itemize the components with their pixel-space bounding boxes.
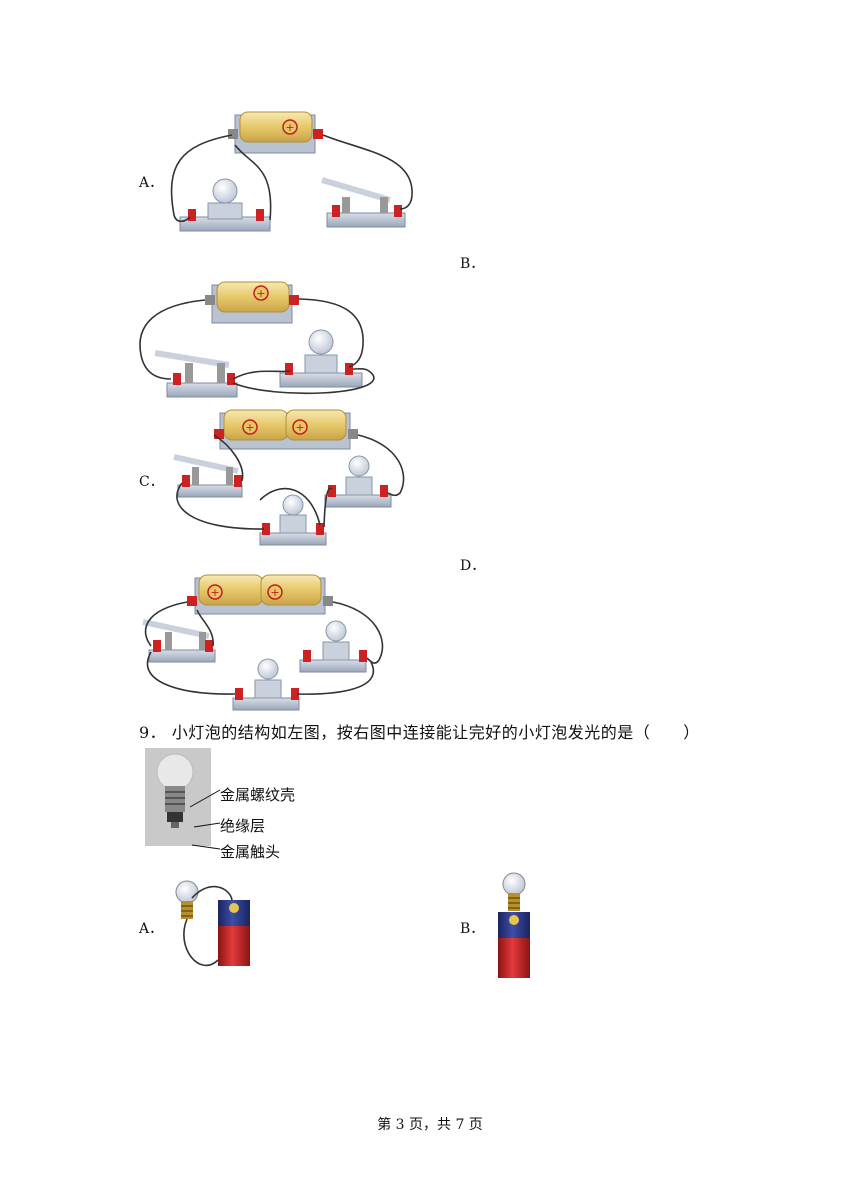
switch-icon [154,350,238,398]
option-c-label: C． [139,474,164,490]
circuit-a-diagram: + [170,111,413,232]
switch-icon [142,619,216,663]
question-9-stem: 9． 小灯泡的结构如左图，按右图中连接能让完好的小灯泡发光的是（ ） [139,719,839,743]
option-a-label: A． [139,175,164,191]
question-number: 9． [139,723,167,742]
bulb-icon [232,658,300,711]
bulb-icon [279,329,363,388]
q9-option-b-label: B． [460,921,485,937]
svg-text:+: + [295,421,304,434]
q9-option-b-figure [498,872,530,978]
bulb-icon [299,620,367,673]
circuit-d-diagram: + + [142,574,384,711]
bulb-icon [324,455,392,508]
page-footer: 第 3 页，共 7 页 [377,1117,483,1133]
label-metal-contact: 金属触头 [220,843,281,861]
switch-icon [321,177,406,228]
label-metal-screw-shell: 金属螺纹壳 [220,786,296,804]
battery-icon: + [205,281,299,324]
question-text: 小灯泡的结构如左图，按右图中连接能让完好的小灯泡发光的是（ ） [171,723,700,742]
battery-icon: + [228,111,323,154]
label-insulation-layer: 绝缘层 [220,817,266,835]
circuit-c-diagram: + + [173,409,405,546]
option-b-label: B． [460,256,485,272]
option-d-label: D． [460,558,486,574]
bulb-structure-photo [145,748,211,846]
svg-text:+: + [285,121,294,134]
bulb-icon [179,178,271,232]
svg-text:+: + [210,586,219,599]
svg-text:+: + [256,287,265,300]
q9-option-a-label: A． [139,921,164,937]
q9-option-a-figure [175,880,250,967]
battery-icon: + + [214,409,358,450]
switch-icon [173,454,243,498]
bulb-icon [259,494,327,546]
battery-icon: + + [187,574,333,615]
svg-text:+: + [245,421,254,434]
light-bulb-icon [156,753,194,828]
pointer-lines [189,789,221,850]
circuit-b-diagram: + [139,281,375,398]
svg-text:+: + [270,586,279,599]
